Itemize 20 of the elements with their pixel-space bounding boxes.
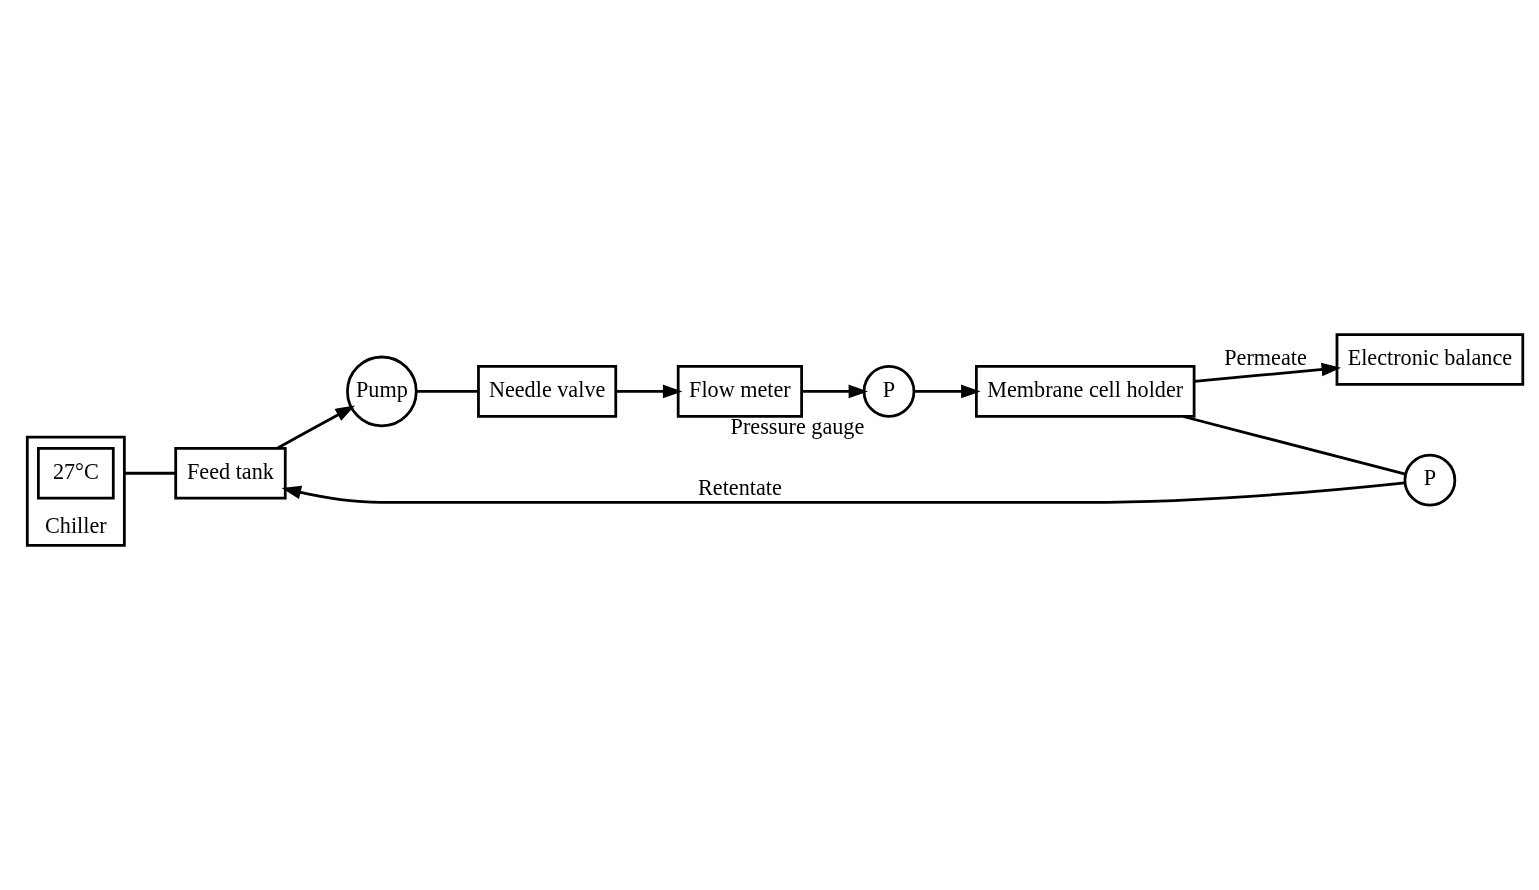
arrow (801, 384, 869, 398)
node-circle: P (862, 364, 916, 418)
node-box: Needle valve (477, 364, 618, 418)
node-circle: P (1403, 453, 1457, 507)
arrow (281, 480, 1406, 504)
node-box: Flow meter (676, 364, 803, 418)
connector (416, 389, 478, 393)
edge-label: Permeate (1224, 344, 1307, 370)
node-box: Feed tank (174, 446, 287, 500)
node-circle: Pump (346, 355, 418, 427)
connector (1182, 414, 1406, 476)
node-box: 27°C (37, 446, 115, 500)
arrow (616, 384, 683, 398)
arrow (276, 404, 355, 449)
node-box: Electronic balance (1335, 332, 1525, 386)
node-box: Membrane cell holder (974, 364, 1196, 418)
arrow (914, 384, 981, 398)
arrow (1194, 362, 1342, 383)
edge-label: Retentate (698, 474, 782, 500)
connector (124, 471, 176, 475)
